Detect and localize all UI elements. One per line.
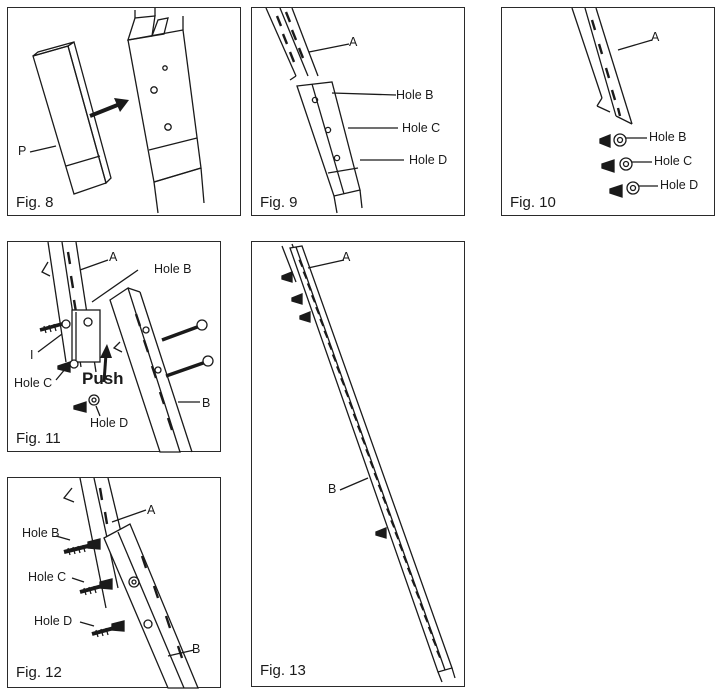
figure-11-caption: Fig. 11	[16, 430, 61, 447]
figure-9-caption: Fig. 9	[260, 194, 298, 211]
figure-13-panel: A B Fig. 13	[251, 241, 465, 687]
callout-hole-b: Hole B	[649, 130, 687, 144]
figure-8-caption: Fig. 8	[16, 194, 54, 211]
callout-hole-d: Hole D	[660, 178, 699, 192]
upright-slot	[373, 472, 379, 481]
figure-10-caption: Fig. 10	[510, 194, 556, 211]
callout-a: A	[651, 30, 660, 44]
callout-hole-d: Hole D	[90, 416, 129, 430]
callout-hole-b: Hole B	[154, 262, 192, 276]
upright-slot	[402, 555, 408, 564]
upright-slot	[415, 590, 421, 599]
upright-slot	[327, 342, 333, 351]
callout-hole-c: Hole C	[14, 376, 53, 390]
upright-slot	[431, 638, 437, 647]
upright-slot	[411, 579, 417, 587]
callout-hole-b: Hole B	[396, 88, 434, 102]
upright-slot	[331, 354, 337, 362]
figure-13-caption: Fig. 13	[260, 662, 306, 679]
upright-slot	[306, 282, 312, 291]
callout-i: I	[30, 348, 34, 362]
upright-slot	[348, 401, 354, 410]
upright-slot	[310, 294, 316, 303]
figure-12-illustration	[55, 478, 199, 689]
figure-12-panel: A Hole B Hole C Hole D B Fig. 12	[7, 477, 221, 689]
callout-hole-c: Hole C	[402, 121, 441, 135]
figure-9-panel: A Hole B Hole C Hole D Fig. 9	[251, 7, 465, 216]
callout-hole-d: Hole D	[409, 153, 448, 167]
upright-slot	[356, 425, 362, 433]
upright-slot	[423, 614, 429, 623]
upright-slot	[381, 496, 387, 505]
upright-slot	[315, 306, 321, 315]
upright-slot	[340, 377, 346, 386]
callout-b: B	[328, 482, 337, 496]
upright-slot	[319, 318, 325, 327]
figure-10-illustration	[571, 8, 658, 198]
upright-slot	[386, 507, 392, 516]
upright-slot	[406, 567, 412, 576]
figure-13-illustration	[281, 243, 456, 683]
callout-hole-d: Hole D	[34, 614, 73, 628]
callout-b: B	[192, 642, 201, 656]
figure-12-caption: Fig. 12	[16, 664, 62, 681]
upright-slot	[377, 484, 383, 493]
callout-hole-c: Hole C	[28, 570, 67, 584]
callout-a: A	[147, 503, 156, 517]
figure-8-panel: P Fig. 8	[7, 7, 241, 216]
upright-slot	[365, 448, 371, 457]
upright-slot	[302, 271, 308, 279]
upright-slot	[390, 519, 396, 528]
upright-slot	[323, 330, 329, 339]
figure-10-panel: A Hole B Hole C Hole D Fig. 10	[501, 7, 715, 216]
callout-hole-b: Hole B	[22, 526, 60, 540]
upright-slot	[398, 543, 404, 552]
upright-slot	[336, 365, 342, 374]
figure-9-illustration	[265, 8, 404, 214]
upright-slot	[394, 531, 400, 540]
upright-slot	[352, 413, 358, 422]
callout-a: A	[109, 250, 118, 264]
upright-slot	[369, 460, 375, 469]
figure-11-illustration	[37, 242, 214, 453]
upright-slot	[427, 626, 433, 635]
upright-slot	[298, 259, 304, 268]
callout-hole-c: Hole C	[654, 154, 693, 168]
upright-slot	[344, 389, 350, 398]
upright-slot	[436, 650, 442, 658]
callout-b: B	[202, 396, 211, 410]
figure-8-illustration	[29, 8, 205, 214]
callout-p: P	[18, 144, 27, 158]
upright-slot	[419, 602, 425, 611]
upright-slot	[361, 436, 367, 445]
push-label: Push	[82, 369, 124, 388]
callout-a: A	[342, 250, 351, 264]
callout-a: A	[349, 35, 358, 49]
figure-11-panel: A Hole B I Hole C Push Hole D B Fig. 11	[7, 241, 221, 453]
